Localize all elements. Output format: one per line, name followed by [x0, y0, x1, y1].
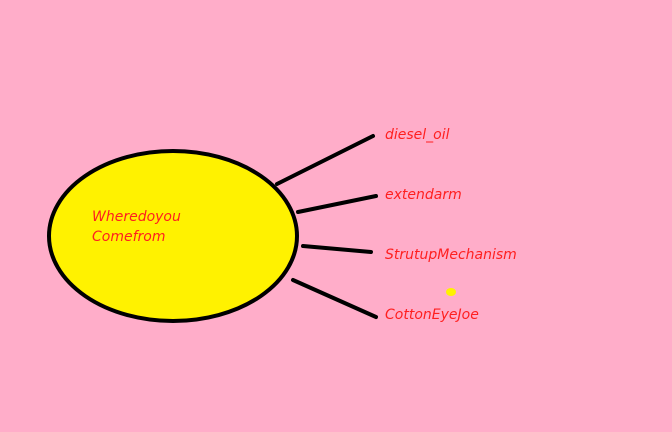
center-node-line-1: Wheredoyou [92, 209, 181, 225]
branch-label-extendarm: extendarm [385, 187, 462, 203]
center-node-ellipse [47, 149, 299, 323]
branch-line-diesel-oil [275, 134, 375, 186]
branch-line-strutup-mechanism [301, 244, 373, 254]
branch-label-cotton-eye-joe: CottonEyeJoe [385, 307, 479, 323]
branch-label-strutup-mechanism: StrutupMechanism [385, 247, 517, 263]
center-node-line-2: Comefrom [92, 229, 166, 245]
branch-line-cotton-eye-joe [291, 278, 378, 319]
yellow-dot [446, 288, 456, 296]
branch-label-diesel-oil: diesel_oil [385, 127, 450, 143]
branch-line-extendarm [296, 194, 378, 214]
center-node-label: Wheredoyou Comefrom [92, 207, 181, 247]
